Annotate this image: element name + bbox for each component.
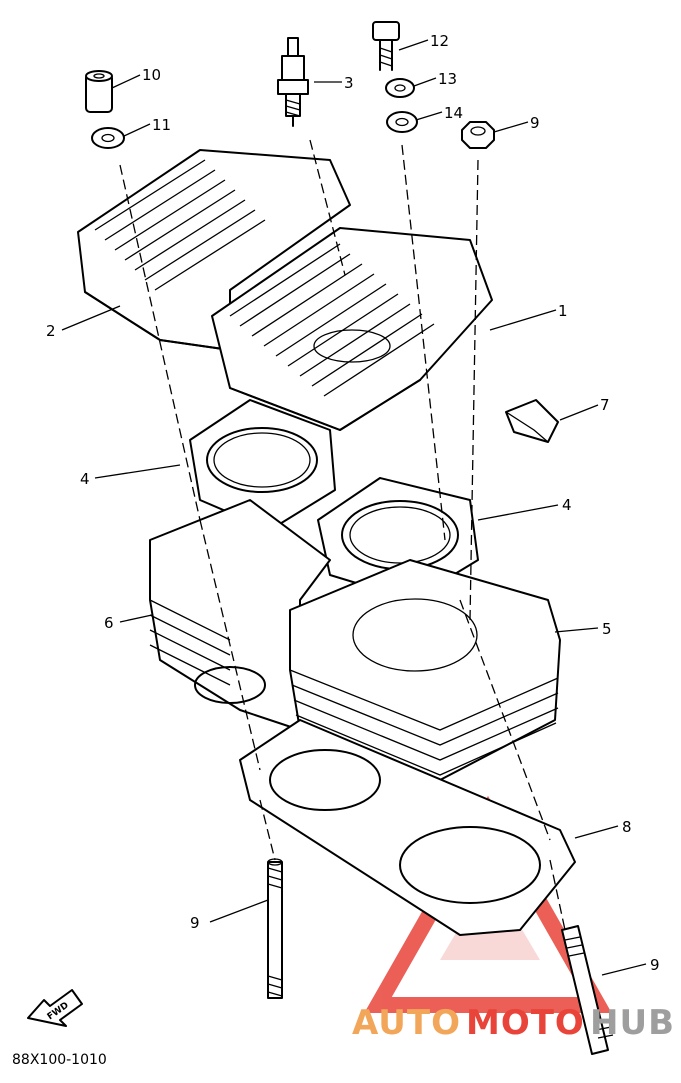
callout-3: 3 — [344, 74, 354, 92]
nut-10 — [461, 121, 495, 149]
callout-14: 13 — [438, 70, 457, 88]
base-gasket-8 — [239, 719, 576, 936]
watermark-text: AUTO MOTO HUB — [352, 1003, 675, 1043]
leader-lines — [61, 39, 647, 976]
callout-9-left: 9 — [190, 914, 200, 932]
callout-4-right: 4 — [562, 496, 572, 514]
callout-10: 9 — [530, 114, 540, 132]
callout-13: 12 — [430, 32, 449, 50]
washer-14 — [385, 78, 415, 98]
watermark-word-moto: MOTO — [466, 1003, 585, 1043]
spark-plug-3 — [277, 37, 309, 127]
stud-bolt-9-left — [267, 858, 283, 999]
washer-15 — [386, 111, 418, 133]
callout-1: 1 — [558, 302, 568, 320]
fwd-arrow-icon: FWD — [27, 989, 83, 1027]
callout-5: 5 — [602, 620, 612, 638]
callout-15: 14 — [444, 104, 463, 122]
callout-6: 6 — [104, 614, 114, 632]
damper-7 — [505, 399, 559, 443]
callout-labels: 10 11 3 12 13 14 9 2 1 7 4 4 6 5 8 9 9 — [46, 32, 660, 974]
watermark-word-hub: HUB — [590, 1003, 675, 1043]
callout-4-left: 4 — [80, 470, 90, 488]
assembly-centerlines — [119, 139, 566, 931]
callout-8: 8 — [622, 818, 632, 836]
head-gasket-4-left — [189, 399, 336, 531]
cylinder-head-2 — [77, 149, 351, 351]
cylinder-5 — [289, 559, 561, 781]
bolt-13 — [372, 21, 400, 71]
callout-7: 7 — [600, 396, 610, 414]
collar-11 — [85, 70, 113, 113]
callout-9-right: 9 — [650, 956, 660, 974]
watermark-word-auto: AUTO — [352, 1003, 461, 1043]
callout-12: 11 — [152, 116, 171, 134]
callout-2: 2 — [46, 322, 56, 340]
drawing-code: 88X100-1010 — [12, 1052, 107, 1068]
washer-12 — [91, 127, 125, 149]
cylinder-head-1 — [211, 227, 493, 431]
callout-11: 10 — [142, 66, 161, 84]
stud-bolt-9-right — [561, 925, 614, 1055]
